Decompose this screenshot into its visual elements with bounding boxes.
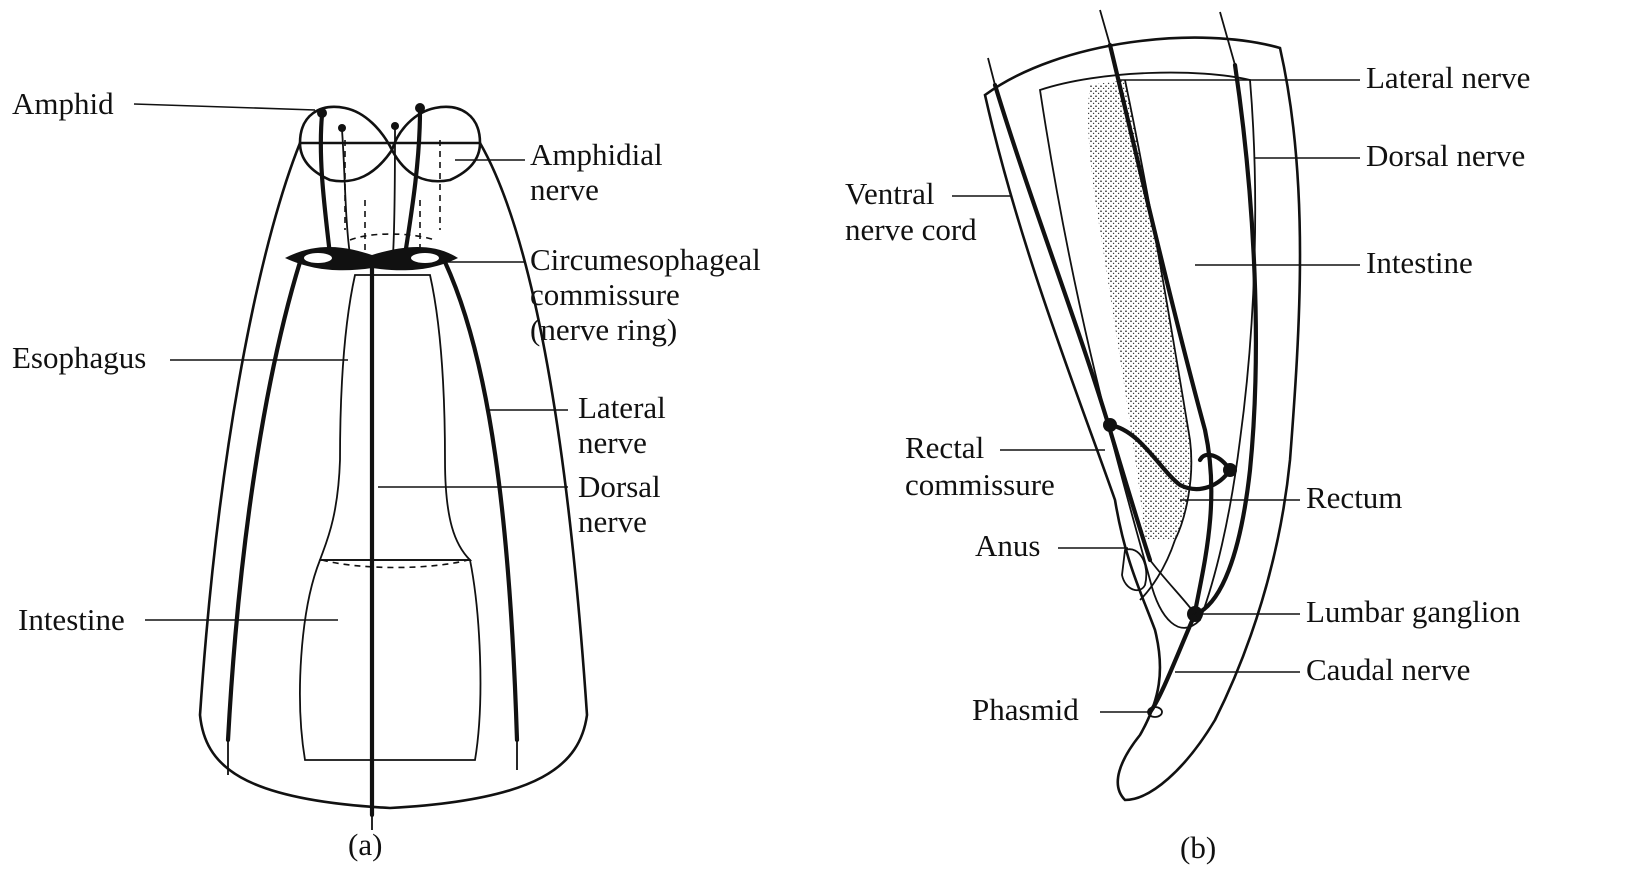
rectal-node-right bbox=[1223, 463, 1237, 477]
amphidial-nerve-right bbox=[405, 110, 420, 255]
label-amphidial-2: nerve bbox=[530, 172, 599, 207]
label-lateral-a-2: nerve bbox=[578, 425, 647, 460]
rectal-node-left bbox=[1103, 418, 1117, 432]
ring-gap-left bbox=[304, 253, 332, 263]
label-lateral-a-1: Lateral bbox=[578, 390, 666, 425]
caption-a: (a) bbox=[348, 827, 382, 862]
leader-amphid bbox=[134, 104, 315, 110]
label-anus: Anus bbox=[975, 528, 1040, 563]
label-rectal-2: commissure bbox=[905, 467, 1055, 502]
label-intestine-b: Intestine bbox=[1366, 245, 1473, 280]
label-dorsal-a-2: nerve bbox=[578, 504, 647, 539]
label-dorsal-a-1: Dorsal bbox=[578, 469, 661, 504]
caudal-nerve-line bbox=[1150, 614, 1195, 712]
label-phasmid: Phasmid bbox=[972, 692, 1079, 727]
label-esophagus: Esophagus bbox=[12, 340, 146, 375]
label-circum-2: commissure bbox=[530, 277, 680, 312]
labial-nerves bbox=[342, 128, 395, 255]
stoma-dashed bbox=[345, 140, 440, 250]
amphid-left-dot bbox=[317, 108, 327, 118]
papilla-right-dot bbox=[391, 122, 399, 130]
label-circum-3: (nerve ring) bbox=[530, 312, 677, 347]
label-intestine-a: Intestine bbox=[18, 602, 125, 637]
amphidial-nerve-left bbox=[321, 115, 330, 255]
label-lumbar-ganglion: Lumbar ganglion bbox=[1306, 594, 1521, 629]
ring-gap-right bbox=[411, 253, 439, 263]
ventral-to-lumbar bbox=[1150, 560, 1195, 614]
label-amphid: Amphid bbox=[12, 86, 114, 121]
papilla-left-dot bbox=[338, 124, 346, 132]
label-ventral-2: nerve cord bbox=[845, 212, 977, 247]
label-dorsal-nerve-b: Dorsal nerve bbox=[1366, 138, 1525, 173]
caption-b: (b) bbox=[1180, 830, 1216, 865]
label-ventral-1: Ventral bbox=[845, 176, 935, 211]
label-amphidial-1: Amphidial bbox=[530, 137, 663, 172]
intestine-lumen bbox=[326, 570, 458, 752]
label-rectum: Rectum bbox=[1306, 480, 1402, 515]
label-caudal-nerve: Caudal nerve bbox=[1306, 652, 1470, 687]
panel-a-head-diagram: Amphid Amphidial nerve Circumesophageal … bbox=[12, 86, 761, 862]
amphid-right-dot bbox=[415, 103, 425, 113]
label-rectal-1: Rectal bbox=[905, 430, 984, 465]
label-lateral-nerve-b: Lateral nerve bbox=[1366, 60, 1530, 95]
label-circum-1: Circumesophageal bbox=[530, 242, 761, 277]
panel-b-tail-diagram: Lateral nerve Dorsal nerve Ventral nerve… bbox=[845, 10, 1530, 865]
